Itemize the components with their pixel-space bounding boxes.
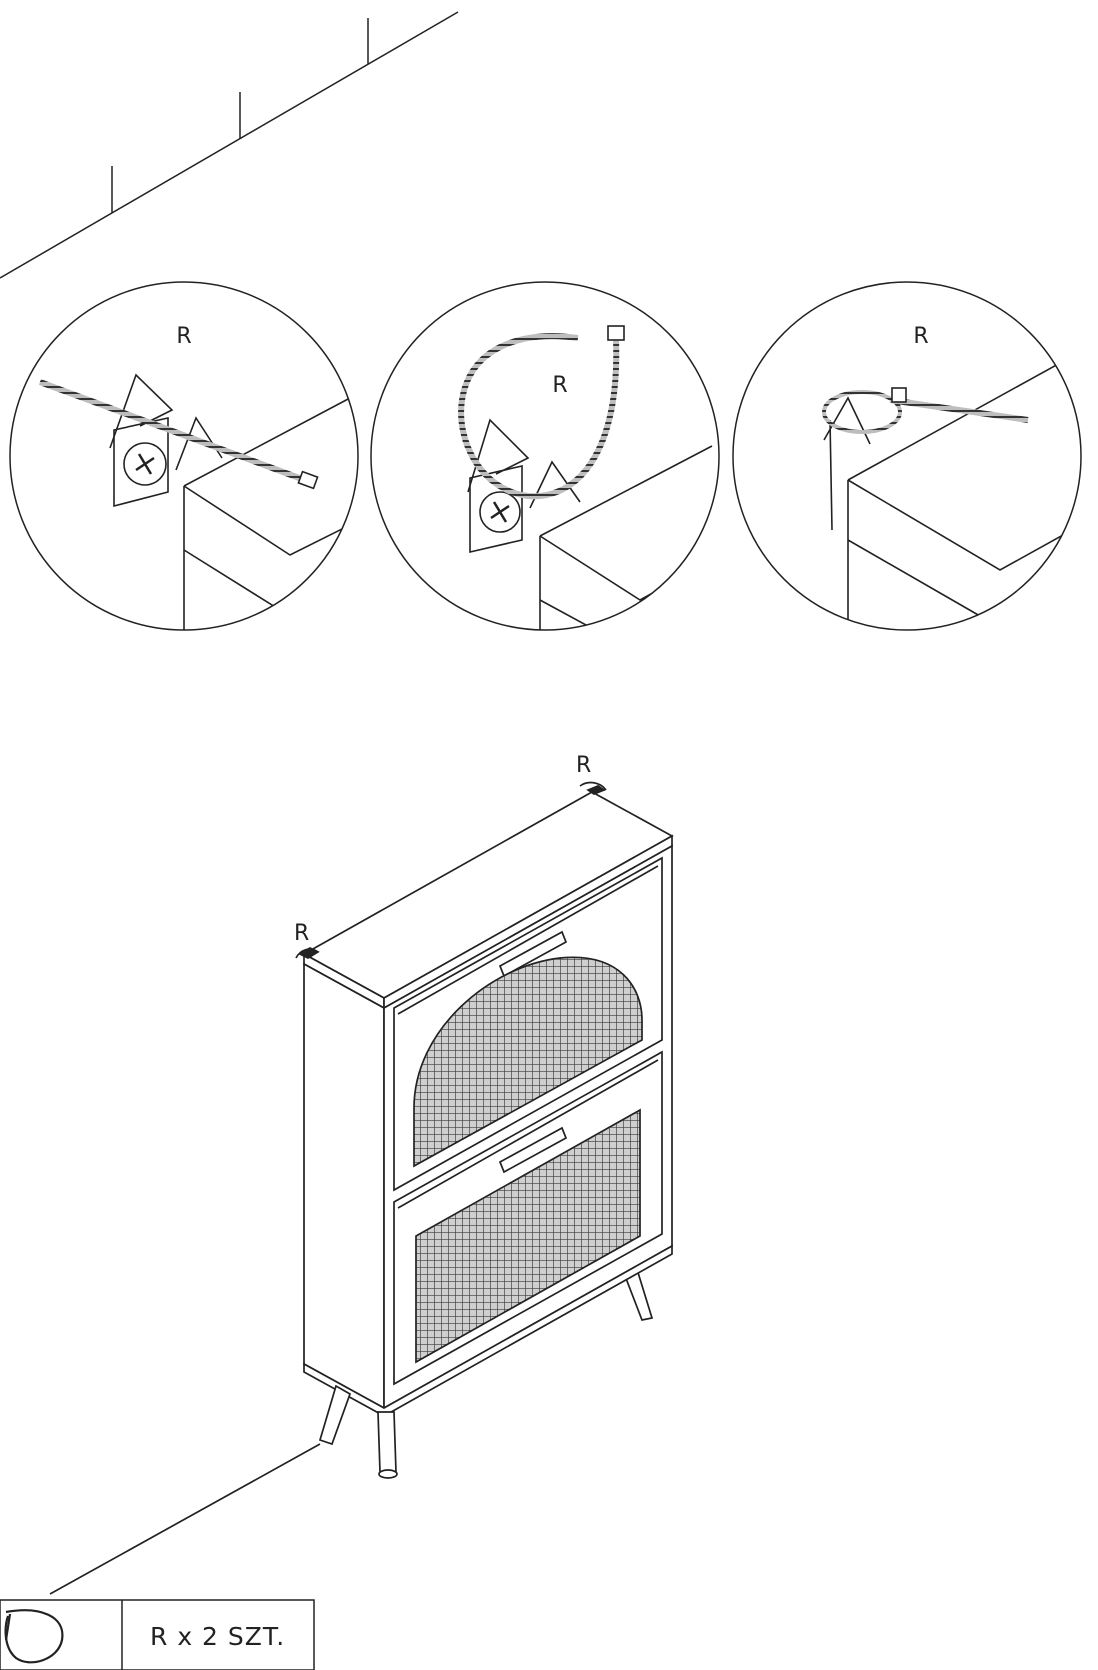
shoe-cabinet [49, 781, 674, 1595]
detail-circle-2: R [370, 281, 720, 631]
cable-tie-icon [4, 1609, 64, 1664]
detail-label-3: R [913, 324, 928, 349]
detail-label-1: R [176, 324, 191, 349]
cabinet-label-left: R [294, 921, 309, 946]
detail-circle-1: R [9, 281, 359, 631]
detail-circle-3: R [732, 281, 1082, 631]
parts-quantity: R x 2 SZT. [150, 1622, 285, 1651]
parts-box: R x 2 SZT. [0, 1599, 315, 1670]
wall-edge-top [0, 11, 459, 279]
cabinet-label-right: R [576, 753, 591, 778]
wall-edge-bottom [49, 1443, 321, 1595]
detail-label-2: R [552, 373, 567, 398]
